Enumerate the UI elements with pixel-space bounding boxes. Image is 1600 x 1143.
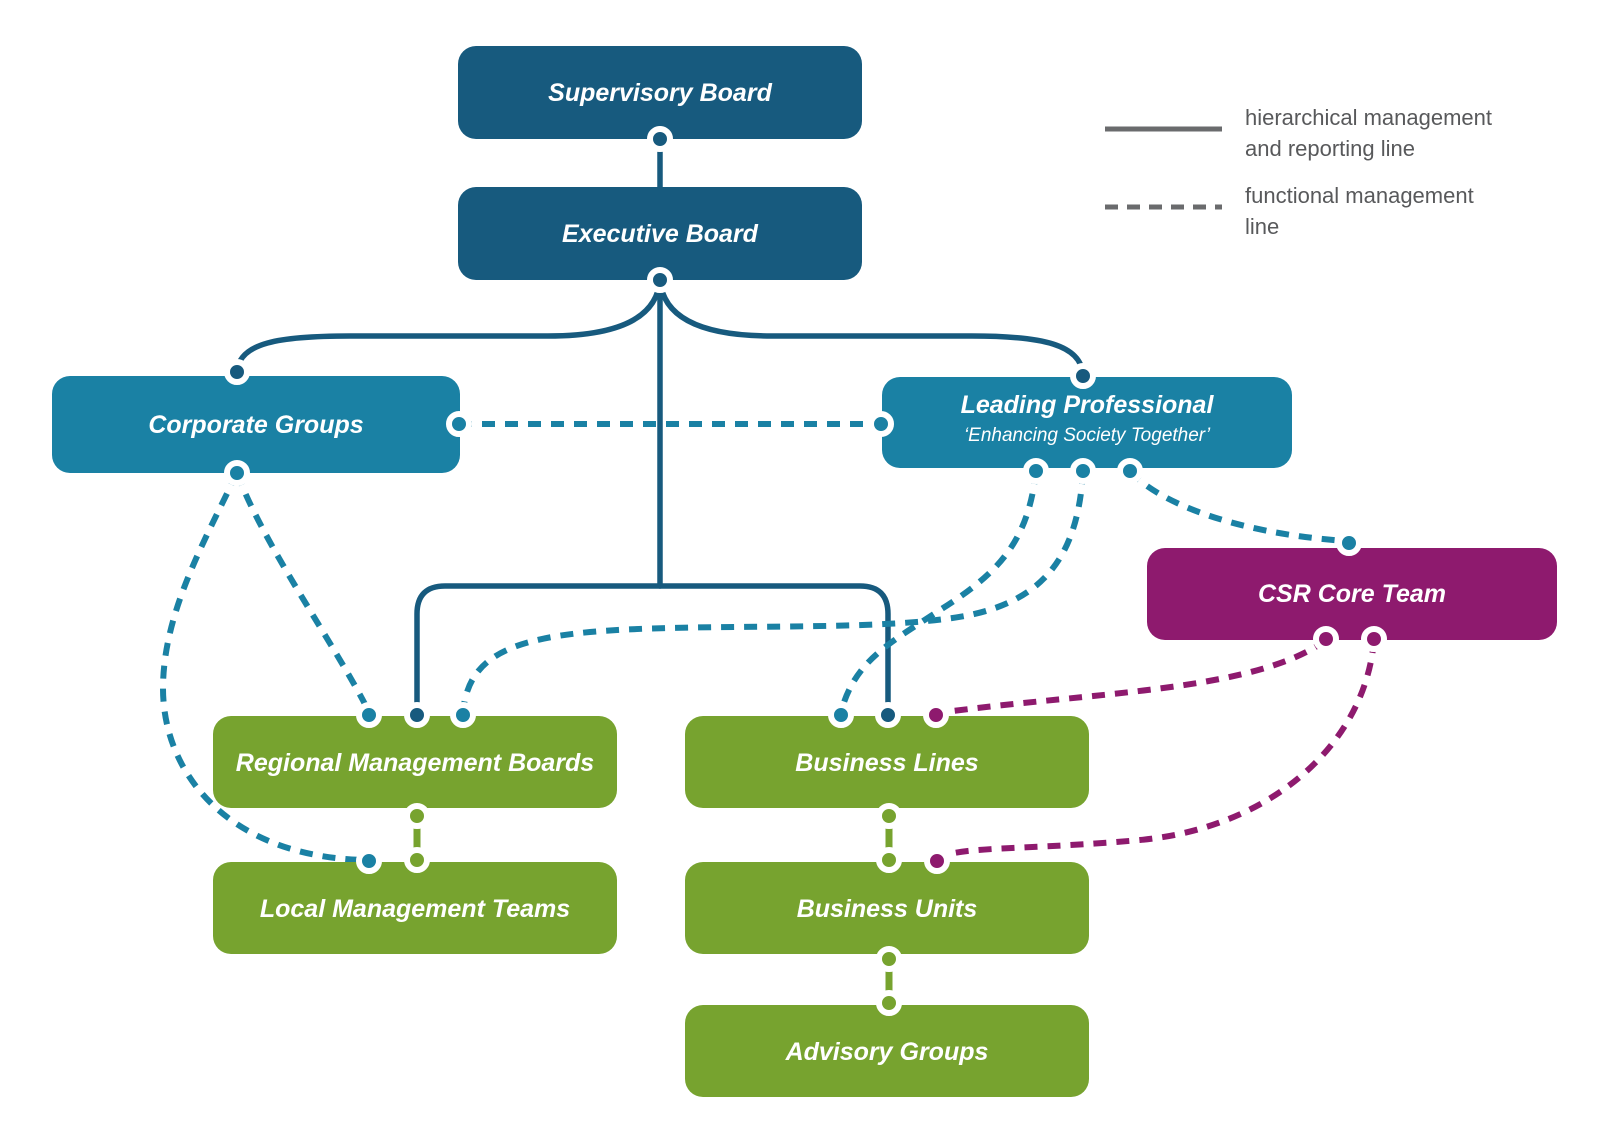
dot-corporate-bottom [224,460,250,486]
leading-professional-label: Leading Professional [961,391,1215,419]
edge-csr-to-business-lines [937,637,1328,716]
node-executive-board: Executive Board [458,187,862,280]
dot-csr-top [1336,530,1362,556]
edge-leading-to-csr-core-team [1127,469,1347,544]
supervisory-board-label: Supervisory Board [548,79,772,107]
node-csr-core-team: CSR Core Team [1147,548,1557,640]
node-advisory-groups: Advisory Groups [685,1005,1089,1097]
node-supervisory-board: Supervisory Board [458,46,862,139]
node-regional-management-boards: Regional Management Boards [213,716,617,808]
dot-executive-bottom [647,267,673,293]
regional-management-boards-label: Regional Management Boards [236,749,594,777]
dot-csr-bottom-left [1313,626,1339,652]
nodes: Supervisory Board Executive Board Corpor… [52,46,1557,1097]
dot-leading-bottom-3 [1117,458,1143,484]
corporate-groups-label: Corporate Groups [148,411,363,439]
executive-board-label: Executive Board [562,220,759,248]
business-units-box [685,862,1089,954]
dot-business-lines-top-center [875,702,901,728]
local-management-teams-box [213,862,617,954]
edge-corporate-to-regional-boards [234,471,372,714]
legend-functional-text-line2: line [1245,214,1279,239]
business-lines-box [685,716,1089,808]
executive-board-box [458,187,862,280]
node-leading-professional: Leading Professional ‘Enhancing Society … [882,377,1292,468]
dot-advisory-top [876,990,902,1016]
dot-csr-bottom-right [1361,626,1387,652]
dot-leading-bottom-1 [1023,458,1049,484]
dot-corporate-right [446,411,472,437]
leading-professional-box [882,377,1292,468]
business-lines-label: Business Lines [795,749,978,777]
node-business-units: Business Units [685,862,1089,954]
regional-management-boards-box [213,716,617,808]
dot-business-lines-top-left [828,702,854,728]
edge-csr-to-business-units [936,639,1377,861]
csr-core-team-label: CSR Core Team [1258,580,1446,608]
legend: hierarchical management and reporting li… [1105,105,1492,239]
legend-item-functional: functional management line [1105,183,1474,239]
dot-supervisory-bottom [647,126,673,152]
dot-regional-bottom [404,803,430,829]
local-management-teams-label: Local Management Teams [260,895,570,923]
dot-leading-top [1070,363,1096,389]
dot-business-lines-bottom [876,803,902,829]
dot-regional-top-center [404,702,430,728]
dot-local-top [404,847,430,873]
node-corporate-groups: Corporate Groups [52,376,460,473]
edge-executive-bracket [414,583,891,717]
legend-functional-text-line1: functional management [1245,183,1474,208]
edge-corporate-to-local-management [159,471,368,863]
dot-local-top-left [356,848,382,874]
edge-executive-to-leading-professional [657,277,1086,377]
legend-hierarchical-text-line2: and reporting line [1245,136,1415,161]
node-business-lines: Business Lines [685,716,1089,808]
edge-leading-to-regional-boards [460,470,1086,713]
supervisory-board-box [458,46,862,139]
corporate-groups-box [52,376,460,473]
advisory-groups-box [685,1005,1089,1097]
business-units-label: Business Units [797,895,978,923]
edge-leading-to-business-lines [838,470,1039,713]
dot-business-units-top-right [924,848,950,874]
dot-business-lines-top-right [923,702,949,728]
dot-corporate-top [224,359,250,385]
edge-executive-to-corporate-groups [234,277,663,374]
connector-dots [224,126,1387,1016]
leading-professional-subtitle: ‘Enhancing Society Together’ [964,425,1211,446]
advisory-groups-label: Advisory Groups [785,1038,989,1066]
dot-regional-top-right [450,702,476,728]
legend-item-hierarchical: hierarchical management and reporting li… [1105,105,1492,161]
node-local-management-teams: Local Management Teams [213,862,617,954]
dot-leading-left [868,411,894,437]
csr-core-team-box [1147,548,1557,640]
legend-hierarchical-text-line1: hierarchical management [1245,105,1492,130]
dot-leading-bottom-2 [1070,458,1096,484]
dot-business-units-bottom [876,946,902,972]
dot-regional-top-left [356,702,382,728]
dot-business-units-top [876,847,902,873]
